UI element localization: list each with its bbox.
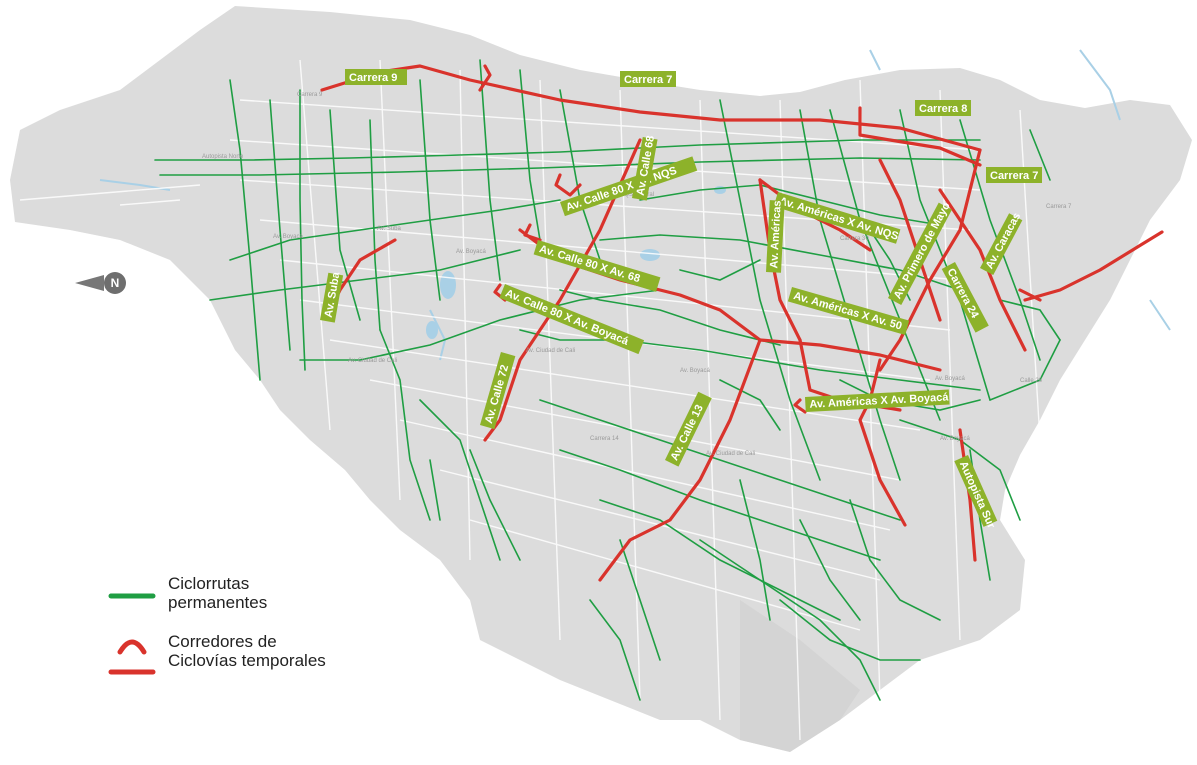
corridor-label: Carrera 9 <box>349 72 397 84</box>
street-label: Av. Ciudad de Cali <box>348 358 397 364</box>
legend-item-temporary: Corredores de Ciclovías temporales <box>108 632 326 675</box>
minor-streets <box>19 59 1041 741</box>
street-label: Av. Boyacá <box>680 368 710 374</box>
street-label: Av. Boyacá <box>935 376 965 382</box>
legend-item-permanent: Ciclorrutas permanentes <box>108 574 267 614</box>
corridor-label: Carrera 7 <box>624 74 672 86</box>
legend-line: Ciclorrutas <box>168 574 250 593</box>
legend-label-permanent: Ciclorrutas permanentes <box>168 574 267 612</box>
corridor-label: Carrera 7 <box>990 170 1038 182</box>
legend-line: Corredores de <box>168 632 277 651</box>
green-line-icon <box>108 574 158 614</box>
land-south <box>740 600 860 752</box>
permanent-routes <box>154 59 1061 701</box>
street-label: Av. Boyacá <box>456 249 486 255</box>
street-label: Carrera 9 <box>297 92 323 98</box>
street-label: Autopista Norte <box>202 154 244 160</box>
street-labels: Carrera 9 Autopista Norte Av. Suba Av. B… <box>202 92 1072 457</box>
street-label: Av. Suba <box>377 226 401 232</box>
street-label: Calle 26 <box>1020 378 1043 384</box>
street-label: Av. Ciudad de Cali <box>526 348 575 354</box>
red-corridor-icon <box>108 632 158 675</box>
street-label: Carrera 14 <box>590 436 619 442</box>
street-label: Carrera 30 <box>840 236 869 242</box>
street-label: Av. Boyacá <box>273 234 303 240</box>
street-label: Av. Ciudad de Cali <box>706 451 755 457</box>
north-letter: N <box>111 276 120 290</box>
north-arrow-icon: N <box>75 272 126 294</box>
corridor-label: Carrera 8 <box>919 103 967 115</box>
street-label: Av. Boyacá <box>940 436 970 442</box>
corridor-label: Av. Américas <box>768 200 784 269</box>
map-legend: Ciclorrutas permanentes Corredores de Ci… <box>108 574 408 684</box>
legend-line: permanentes <box>168 593 268 612</box>
street-label: Carrera 7 <box>1046 204 1072 210</box>
legend-line: Ciclovías temporales <box>168 651 326 670</box>
legend-label-temporary: Corredores de Ciclovías temporales <box>168 632 326 670</box>
